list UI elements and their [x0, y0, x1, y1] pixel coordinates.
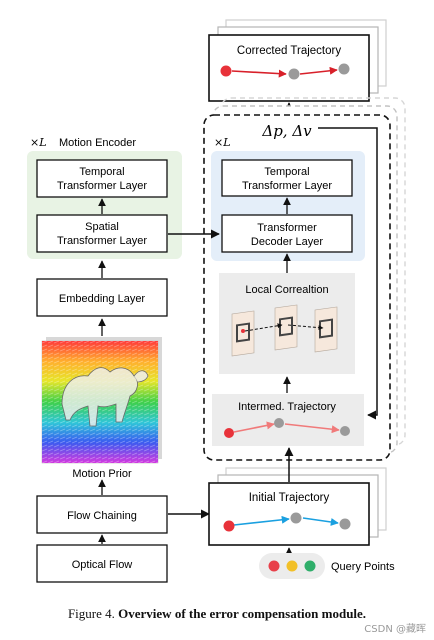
query-point-red: [268, 560, 280, 572]
flow-chaining-box: [36, 495, 168, 534]
query-point-yellow: [286, 560, 298, 572]
initial-mid-point: [290, 512, 302, 524]
embedding-layer-box: [36, 278, 168, 317]
architecture-diagram: Corrected Trajectory Δp, Δv ×L Temporal …: [27, 19, 406, 583]
encoder-repeat-label: ×L: [30, 136, 47, 149]
decoder-layer-line2: Decoder Layer: [251, 236, 323, 248]
decoder-temporal-line2: Transformer Layer: [242, 180, 332, 192]
query-points-label: Query Points: [331, 561, 395, 573]
encoder-temporal-line2: Transformer Layer: [57, 180, 147, 192]
query-point-green: [304, 560, 316, 572]
initial-trajectory-box: [208, 482, 370, 546]
intermed-arrow-2: [284, 423, 340, 434]
decoder-repeat-label: ×L: [214, 136, 231, 149]
intermed-mid-point: [274, 418, 284, 428]
initial-start-point: [223, 520, 235, 532]
encoder-temporal-line1: Temporal: [79, 166, 124, 178]
initial-arrow-1: [233, 515, 290, 526]
intermed-start-point: [224, 428, 234, 438]
motion-prior-label: Motion Prior: [72, 468, 132, 480]
corrected-trajectory-stack: Corrected Trajectory: [208, 19, 387, 102]
corrected-end-point: [338, 63, 350, 75]
corrected-mid-point: [288, 68, 300, 80]
initial-arrow-2: [302, 517, 339, 526]
embedding-layer-label: Embedding Layer: [59, 293, 146, 305]
transformer-decoder-layer: [221, 214, 353, 253]
correlation-patches: [231, 304, 338, 357]
encoder-spatial-line1: Spatial: [85, 221, 119, 233]
corrected-trajectory-label: Corrected Trajectory: [237, 45, 341, 57]
corrected-arrow-2: [299, 66, 338, 75]
motion-prior-image: [41, 337, 162, 464]
initial-trajectory-stack: Initial Trajectory: [208, 467, 387, 546]
optical-flow-box: [36, 544, 168, 583]
corrected-start-point: [220, 65, 232, 77]
caption-title: Overview of the error compensation modul…: [118, 606, 367, 621]
encoder-spatial-line2: Transformer Layer: [57, 235, 147, 247]
figure-caption: Figure 4. Overview of the error compensa…: [0, 606, 434, 622]
motion-encoder-title: Motion Encoder: [59, 137, 136, 149]
initial-trajectory-label: Initial Trajectory: [249, 492, 330, 504]
corrected-arrow-1: [231, 69, 287, 78]
local-correlation-label: Local Correaltion: [245, 284, 328, 296]
decoder-layer-line1: Transformer: [257, 222, 317, 234]
flow-chaining-label: Flow Chaining: [67, 510, 137, 522]
intermed-end-point: [340, 426, 350, 436]
watermark: CSDN @藏晖: [364, 624, 426, 635]
intermed-arrow-1: [233, 421, 275, 433]
delta-feedback-arrow: [318, 127, 378, 420]
intermed-trajectory-label: Intermed. Trajectory: [238, 401, 336, 413]
caption-prefix: Figure 4.: [67, 606, 115, 621]
delta-label: Δp, Δv: [261, 122, 312, 140]
encoder-spatial-layer: [36, 214, 168, 253]
intermed-trajectory-panel: [212, 394, 364, 446]
encoder-temporal-layer: [36, 159, 168, 198]
decoder-temporal-layer: [221, 159, 353, 197]
initial-end-point: [339, 518, 351, 530]
optical-flow-label: Optical Flow: [72, 559, 133, 571]
decoder-temporal-line1: Temporal: [264, 166, 309, 178]
